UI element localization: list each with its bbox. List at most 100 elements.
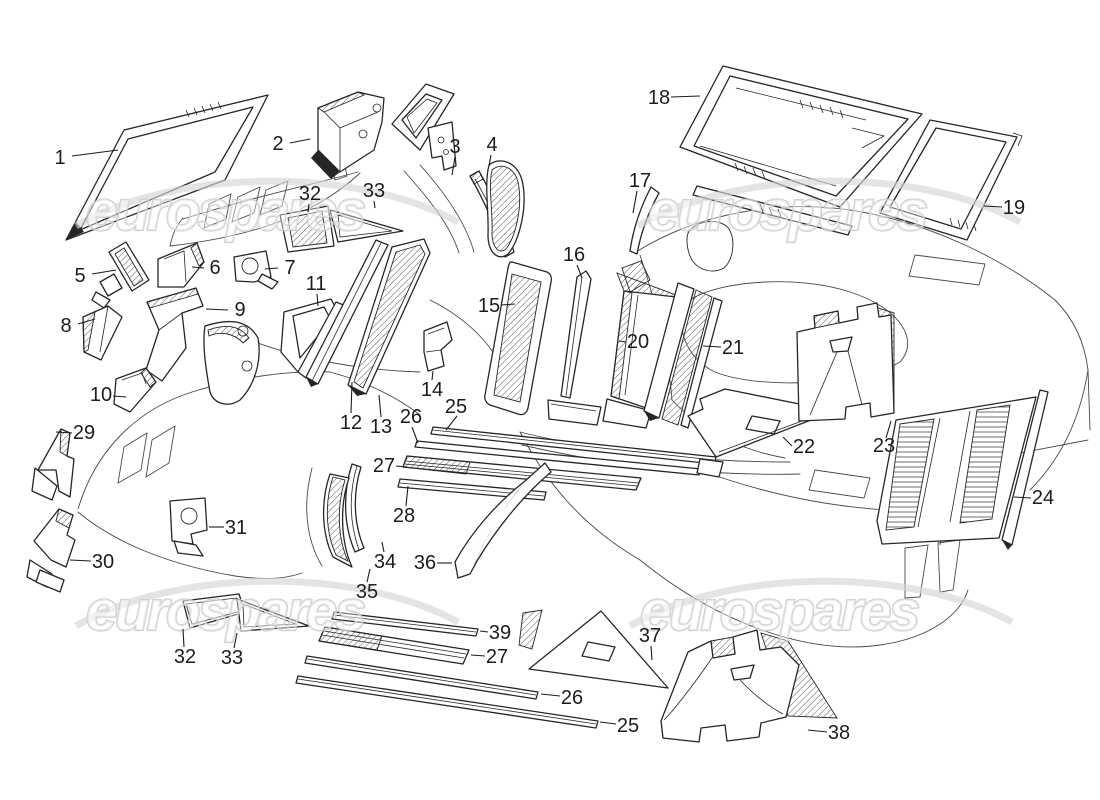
part-label-8: 8	[60, 315, 71, 337]
part-16-channel-strip	[547, 270, 602, 426]
part-8-wedge	[82, 305, 123, 361]
part-5-strips	[91, 241, 150, 309]
part-19-quarter-window-frame	[879, 119, 1023, 241]
leader-line-24	[1013, 496, 1032, 499]
part-21-strips	[643, 282, 723, 429]
part-label-5: 5	[74, 265, 85, 287]
part-label-35: 35	[356, 581, 378, 603]
leader-line-4	[488, 154, 492, 167]
part-26-strip-upper	[414, 440, 702, 476]
part-label-27: 27	[486, 646, 508, 668]
leader-line-20	[618, 340, 627, 343]
part-23-bulkhead-cover	[796, 302, 895, 422]
part-label-20: 20	[627, 331, 649, 353]
part-label-38: 38	[828, 722, 850, 744]
leader-line-16	[576, 264, 583, 279]
watermark-swoosh	[628, 577, 1014, 630]
part-label-13: 13	[370, 416, 392, 438]
leader-line-26	[411, 426, 419, 444]
leader-line-15	[500, 303, 516, 306]
part-label-25: 25	[445, 396, 467, 418]
leader-line-7	[264, 267, 279, 270]
part-label-11: 11	[306, 273, 327, 295]
leader-line-23	[885, 420, 892, 439]
leader-line-11	[316, 293, 319, 307]
leader-line-32	[307, 203, 310, 213]
part-label-3: 3	[449, 136, 460, 158]
part-label-31: 31	[225, 517, 247, 539]
part-34-arch-strip	[344, 463, 365, 553]
part-label-37: 37	[639, 625, 661, 647]
part-label-7: 7	[284, 257, 295, 279]
part-label-34: 34	[374, 551, 396, 573]
leader-line-9	[205, 308, 229, 311]
part-6-wedge	[157, 242, 205, 288]
part-label-1: 1	[54, 147, 65, 169]
part-label-14: 14	[421, 379, 443, 401]
leader-line-27	[395, 465, 408, 468]
part-37-triangle-panel	[518, 609, 669, 689]
leader-line-18	[670, 95, 701, 98]
part-label-32: 32	[299, 183, 321, 205]
part-label-36: 36	[414, 552, 436, 574]
part-33-triangle-lower	[236, 598, 310, 632]
part-label-27: 27	[373, 455, 395, 477]
part-24-rear-cover-panel	[876, 389, 1049, 550]
part-label-23: 23	[873, 435, 895, 457]
leader-line-30	[69, 559, 92, 562]
leader-line-29	[55, 431, 73, 434]
part-label-9: 9	[234, 299, 245, 321]
leader-line-37	[650, 645, 653, 661]
headrest-sketch	[686, 221, 734, 272]
part-30-bracket	[26, 508, 76, 593]
part-label-26: 26	[561, 687, 583, 709]
leader-line-25	[599, 721, 617, 725]
leader-line-26	[540, 693, 561, 697]
leader-line-17	[632, 190, 638, 214]
leader-line-39	[479, 630, 489, 633]
part-label-32: 32	[174, 646, 196, 668]
part-label-2: 2	[272, 133, 283, 155]
part-label-25: 25	[617, 715, 639, 737]
part-9-panel	[145, 287, 260, 405]
part-39-strip	[331, 611, 479, 637]
part-label-30: 30	[92, 551, 114, 573]
part-label-12: 12	[340, 412, 362, 434]
leader-line-35	[366, 568, 371, 583]
leader-line-32	[182, 628, 185, 648]
part-12-strip	[305, 239, 389, 387]
part-18-rear-window-frame	[679, 65, 923, 236]
part-label-16: 16	[563, 244, 585, 266]
part-label-15: 15	[478, 295, 500, 317]
part-label-17: 17	[629, 170, 651, 192]
leader-line-3	[451, 156, 456, 176]
leader-line-1	[71, 149, 119, 157]
leader-line-25	[445, 415, 458, 431]
watermark-swoosh	[74, 177, 460, 230]
part-35-arch-trim	[322, 473, 353, 568]
leader-line-22	[782, 436, 793, 447]
part-label-21: 21	[722, 337, 744, 359]
part-label-22: 22	[793, 436, 815, 458]
part-27-sill-cover-lower	[318, 626, 470, 665]
watermark-0: eurospares	[74, 177, 460, 244]
part-32-pad-upper	[279, 205, 335, 253]
part-7-clip	[233, 250, 279, 290]
part-15-sill-panel	[484, 261, 553, 416]
part-label-29: 29	[73, 422, 95, 444]
part-26-strip-lower	[304, 655, 539, 700]
part-label-39: 39	[489, 622, 511, 644]
part-36-pillar-strip	[454, 462, 552, 579]
leader-line-27	[470, 654, 486, 657]
leader-line-21	[702, 345, 722, 348]
leader-line-33	[233, 632, 238, 649]
part-29-bracket	[31, 428, 75, 501]
part-label-6: 6	[209, 257, 220, 279]
leader-line-5	[91, 269, 117, 275]
leader-line-13	[378, 394, 382, 418]
leader-line-10	[112, 395, 127, 398]
